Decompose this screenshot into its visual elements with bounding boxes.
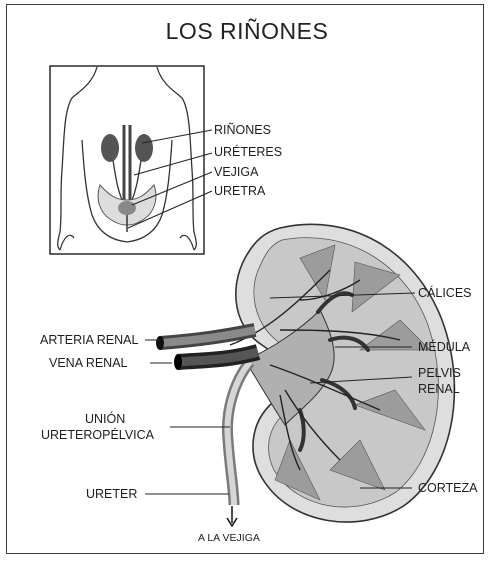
left-kidney-icon: [101, 134, 119, 162]
label-to-bladder: A LA VEJIGA: [198, 531, 260, 545]
label-ureter: URETER: [86, 487, 137, 501]
bladder-icon: [118, 201, 136, 215]
label-kidneys: RIÑONES: [214, 123, 271, 137]
kidney-cross-section: [145, 224, 454, 526]
label-ureteropelvic-line1: UNIÓN: [85, 412, 125, 426]
label-cortex: CORTEZA: [418, 481, 478, 495]
label-renal-pelvis-line1: PELVIS: [418, 366, 461, 380]
label-renal-vein: VENA RENAL: [49, 356, 128, 370]
label-urethra: URETRA: [214, 184, 265, 198]
label-ureters: URÉTERES: [214, 145, 282, 159]
body-inset: [50, 66, 212, 254]
label-renal-artery: ARTERIA RENAL: [40, 333, 138, 347]
label-medulla: MÉDULA: [418, 340, 470, 354]
label-calyces: CÁLICES: [418, 286, 472, 300]
label-renal-pelvis-line2: RENAL: [418, 382, 460, 396]
label-ureteropelvic-line2: URETEROPÉLVICA: [41, 428, 154, 442]
right-kidney-icon: [135, 134, 153, 162]
label-bladder: VEJIGA: [214, 165, 258, 179]
